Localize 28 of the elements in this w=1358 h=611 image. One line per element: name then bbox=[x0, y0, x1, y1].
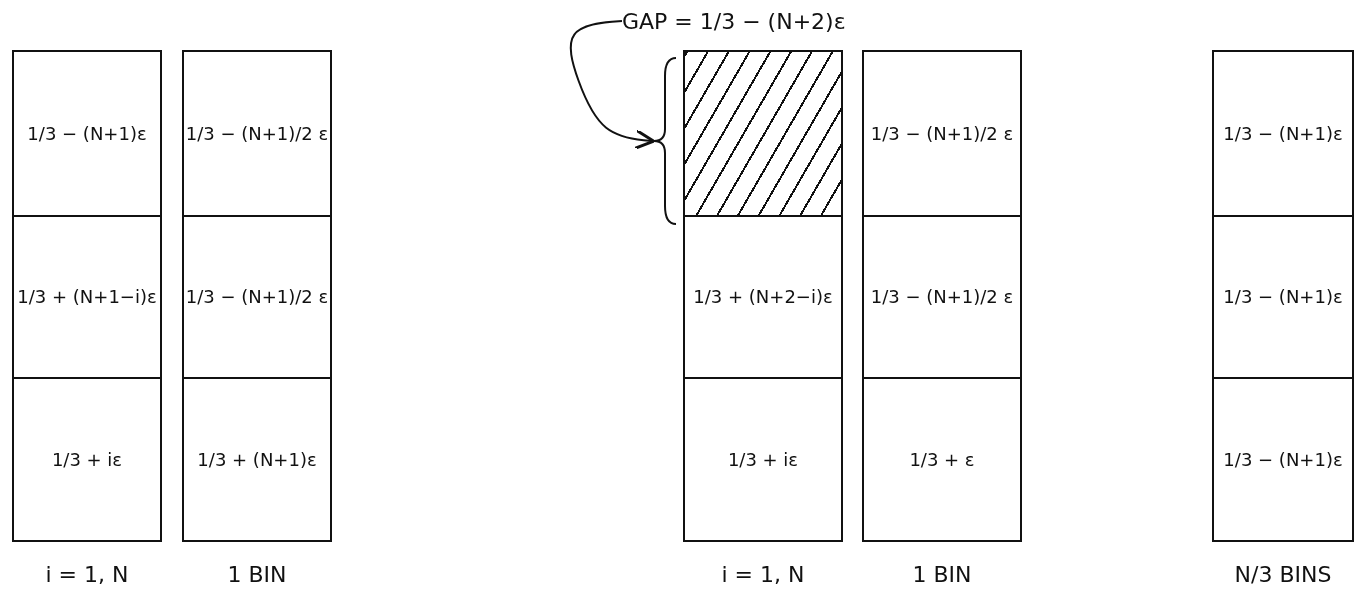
bin-caption: 1 BIN bbox=[226, 562, 288, 587]
formula-text: 1/3 − (N+1)ε bbox=[1223, 122, 1343, 144]
formula-text: 1/3 − (N+1)/2 ε bbox=[870, 122, 1014, 144]
bin-box bbox=[12, 50, 162, 542]
formula-text: GAP = 1/3 − (N+2)ε bbox=[622, 8, 846, 34]
formula-text: 1/3 + (N+2−i)ε bbox=[693, 286, 833, 308]
formula-text: 1/3 + (N+1)ε bbox=[197, 449, 317, 471]
formula-text: 1/3 + (N+1−i)ε bbox=[17, 286, 157, 308]
formula-text: 1/3 − (N+1)/2 ε bbox=[185, 286, 329, 308]
formula-text: 1/3 − (N+1)ε bbox=[1223, 449, 1343, 471]
bin-caption: 1 BIN bbox=[911, 562, 973, 587]
bin-box bbox=[862, 50, 1022, 542]
curved-arrow bbox=[569, 20, 656, 150]
formula-text: 1/3 + ε bbox=[909, 449, 975, 471]
formula-text: 1/3 − (N+1)/2 ε bbox=[870, 286, 1014, 308]
curly-brace bbox=[652, 56, 678, 226]
bin-caption: i = 1, N bbox=[44, 562, 130, 587]
bin-caption: N/3 BINS bbox=[1233, 562, 1333, 587]
bin-box bbox=[1212, 50, 1354, 542]
formula-text: 1/3 − (N+1)/2 ε bbox=[185, 122, 329, 144]
formula-text: 1/3 + iε bbox=[51, 449, 123, 471]
hatched-cell bbox=[685, 52, 841, 215]
bin-box bbox=[182, 50, 332, 542]
formula-text: 1/3 − (N+1)ε bbox=[1223, 286, 1343, 308]
bin-caption: i = 1, N bbox=[720, 562, 806, 587]
formula-text: 1/3 + iε bbox=[727, 449, 799, 471]
formula-text: 1/3 − (N+1)ε bbox=[27, 122, 147, 144]
bin-box bbox=[683, 50, 843, 542]
